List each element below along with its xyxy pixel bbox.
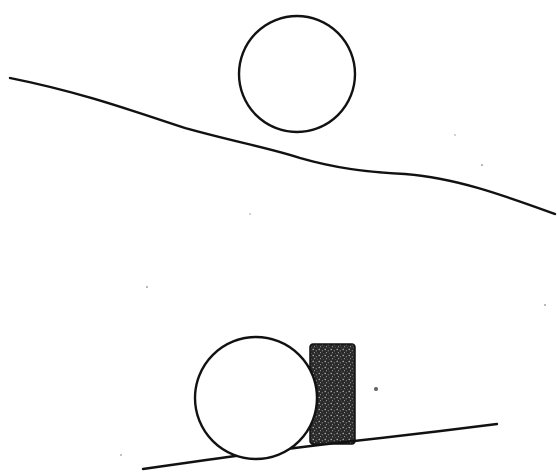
speck [146, 286, 148, 288]
speck [481, 164, 483, 166]
bottom-scene [143, 337, 497, 469]
speck [454, 134, 455, 135]
top-slope-line [10, 78, 555, 214]
bottom-ball [195, 337, 317, 459]
speck [544, 304, 546, 306]
speck [374, 387, 378, 391]
top-ball [239, 16, 355, 132]
top-scene [10, 16, 555, 214]
speck [249, 213, 250, 214]
speck [120, 454, 121, 455]
